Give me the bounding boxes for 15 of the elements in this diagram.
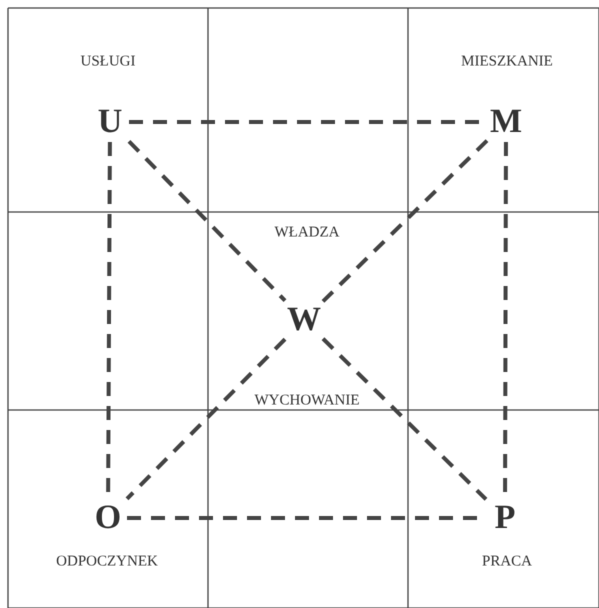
- node-letter: O: [91, 500, 125, 536]
- dashed-line: [128, 140, 286, 302]
- node-letter: M: [489, 104, 523, 140]
- node-letter: W: [287, 302, 321, 338]
- node-caption: PRACA: [482, 554, 532, 570]
- dashed-line: [322, 337, 488, 501]
- node-caption: USŁUGI: [80, 54, 136, 70]
- node-caption: MIESZKANIE: [461, 54, 553, 70]
- dashed-line: [322, 139, 488, 303]
- node-letter: U: [93, 104, 127, 140]
- node-letter: P: [488, 500, 522, 536]
- dashed-line: [126, 338, 286, 500]
- node-caption: ODPOCZYNEK: [56, 554, 158, 570]
- field-label: WŁADZA: [274, 224, 340, 242]
- field-label: WYCHOWANIE: [254, 392, 360, 410]
